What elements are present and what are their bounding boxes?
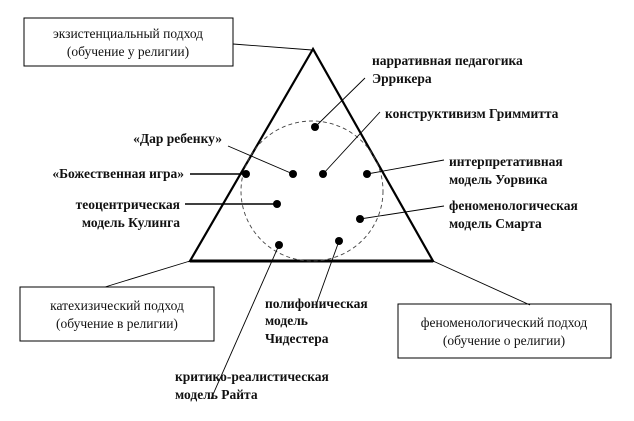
dot-narrative bbox=[311, 123, 319, 131]
leader-line bbox=[210, 244, 280, 400]
dot-critical-realist bbox=[275, 241, 283, 249]
dot-constructivism bbox=[319, 170, 327, 178]
leader-line bbox=[227, 145, 294, 175]
label-narrative: Эррикера bbox=[372, 71, 432, 86]
box-line: экзистенциальный подход bbox=[53, 26, 203, 41]
label-interpretive: модель Уорвика bbox=[449, 172, 548, 187]
dot-gift bbox=[289, 170, 297, 178]
label-polyphonic: модель bbox=[265, 313, 308, 328]
dot-polyphonic bbox=[335, 237, 343, 245]
label-polyphonic: Чидестера bbox=[265, 331, 329, 346]
leader-line bbox=[315, 240, 340, 306]
label-phenomenological: феноменологическая bbox=[449, 198, 578, 213]
label-godly-play: «Божественная игра» bbox=[52, 166, 184, 181]
box-line: (обучение о религии) bbox=[443, 333, 565, 348]
label-critical-realist: критико-реалистическая bbox=[175, 369, 329, 384]
dot-godly-play bbox=[242, 170, 250, 178]
leader-line bbox=[232, 43, 313, 51]
box-catechetical-approach: катехизический подход (обучение в религи… bbox=[19, 286, 215, 342]
leader-line bbox=[322, 111, 381, 175]
model-leader-lines bbox=[185, 77, 445, 400]
label-phenomenological: модель Смарта bbox=[449, 216, 542, 231]
box-phenomenological-approach: феноменологический подход (обучение о ре… bbox=[397, 303, 612, 359]
label-theocentric: теоцентрическая bbox=[76, 197, 180, 212]
dot-interpretive bbox=[363, 170, 371, 178]
model-dots bbox=[242, 123, 371, 249]
leader-line bbox=[314, 77, 366, 128]
label-theocentric: модель Кулинга bbox=[82, 215, 180, 230]
box-line: (обучение у религии) bbox=[67, 44, 189, 59]
leader-line bbox=[104, 260, 191, 288]
label-polyphonic: полифоническая bbox=[265, 296, 368, 311]
label-critical-realist: модель Райта bbox=[175, 387, 258, 402]
dashed-circle bbox=[240, 120, 384, 262]
box-existential-approach: экзистенциальный подход (обучение у рели… bbox=[23, 17, 234, 67]
dot-theocentric bbox=[273, 200, 281, 208]
leader-line bbox=[432, 260, 531, 306]
label-constructivism: конструктивизм Гриммитта bbox=[385, 106, 559, 121]
label-interpretive: интерпретативная bbox=[449, 154, 563, 169]
leader-line bbox=[359, 205, 445, 220]
box-line: феноменологический подход bbox=[421, 315, 588, 330]
box-line: катехизический подход bbox=[50, 298, 184, 313]
box-line: (обучение в религии) bbox=[56, 316, 178, 331]
label-narrative: нарративная педагогика bbox=[372, 53, 523, 68]
dot-phenomenological bbox=[356, 215, 364, 223]
leader-line bbox=[366, 159, 445, 175]
label-gift: «Дар ребенку» bbox=[133, 131, 222, 146]
